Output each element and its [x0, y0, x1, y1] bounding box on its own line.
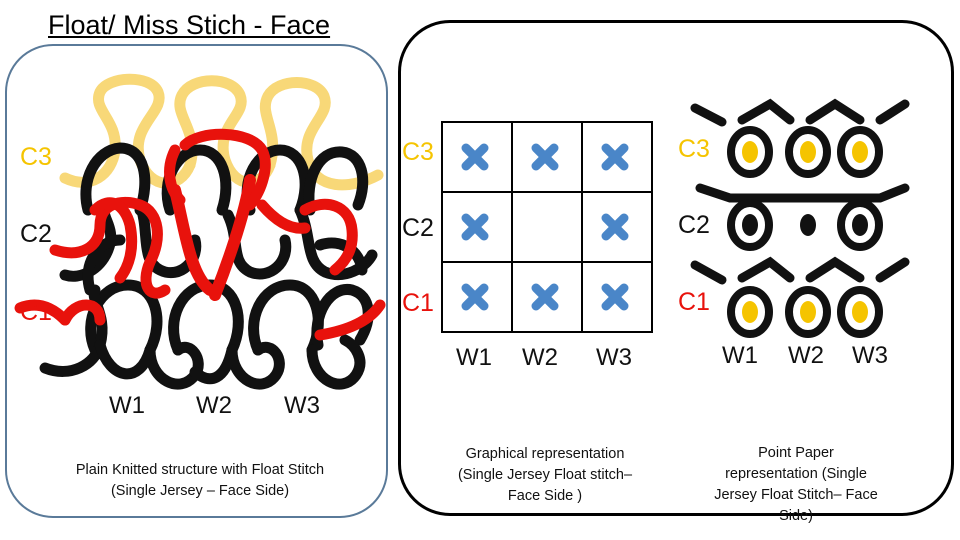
grid-row-label-left-c3: C3	[402, 138, 434, 166]
black-bottom-loops	[39, 284, 366, 390]
point-loop-ring	[785, 286, 831, 338]
left-wale-label-w3: W3	[284, 392, 320, 419]
point-dot	[800, 214, 816, 236]
page-title: Float/ Miss Stich - Face	[48, 10, 331, 40]
grid-row-label-right-c3: C3	[678, 135, 710, 163]
left-row-label-c3: C3	[20, 143, 52, 171]
right-panel	[398, 20, 954, 516]
point-wale-label-w3: W3	[852, 342, 888, 369]
left-panel	[5, 44, 388, 518]
point-loop-ring	[727, 126, 773, 178]
point-dot	[742, 141, 758, 163]
point-caption-line-2: representation (Single	[725, 466, 867, 482]
graphical-caption: Graphical representation (Single Jersey …	[440, 444, 650, 507]
left-wale-label-w2: W2	[196, 392, 232, 419]
grid-cross-mark	[461, 143, 489, 171]
point-caption-line-4: Side)	[779, 508, 813, 524]
point-caption-line-1: Point Paper	[758, 445, 834, 461]
point-loop-ring	[785, 126, 831, 178]
point-loop-ring	[837, 286, 883, 338]
left-caption-line-2: (Single Jersey – Face Side)	[110, 483, 290, 499]
grid-cross-mark	[601, 143, 629, 171]
grid-cross-mark	[601, 283, 629, 311]
grid-wale-label-w3: W3	[596, 344, 632, 371]
point-loop-ring	[727, 286, 773, 338]
point-dot	[852, 301, 868, 323]
point-caption-line-3: Jersey Float Stitch– Face	[714, 487, 878, 503]
point-wale-label-w2: W2	[788, 342, 824, 369]
grid-row-label-right-c2: C2	[678, 211, 710, 239]
grid-crosses	[461, 143, 629, 311]
grid-wale-label-w2: W2	[522, 344, 558, 371]
point-marks	[727, 126, 883, 338]
point-dot	[742, 301, 758, 323]
point-dot	[852, 141, 868, 163]
left-row-label-c2: C2	[20, 220, 52, 248]
graphical-caption-line-3: Face Side )	[507, 488, 583, 504]
graphical-caption-line-2: (Single Jersey Float stitch–	[457, 467, 633, 483]
grid-cross-mark	[531, 143, 559, 171]
grid-cross-mark	[461, 213, 489, 241]
left-row-label-c1: C1	[20, 298, 52, 326]
grid-cross-mark	[461, 283, 489, 311]
grid-cross-mark	[601, 213, 629, 241]
grid-row-label-left-c2: C2	[402, 214, 434, 242]
left-caption-line-1: Plain Knitted structure with Float Stitc…	[75, 462, 325, 478]
point-row-c1-lines	[690, 256, 910, 285]
grid-row-label-left-c1: C1	[402, 289, 434, 317]
point-wale-label-w1: W1	[722, 342, 758, 369]
point-dot	[800, 141, 816, 163]
left-wale-label-w1: W1	[109, 392, 145, 419]
point-loop-ring	[837, 126, 883, 178]
point-dot	[800, 301, 816, 323]
point-dot	[852, 214, 868, 236]
point-dot	[742, 214, 758, 236]
grid-cross-mark	[531, 283, 559, 311]
point-row-c3-lines	[690, 98, 910, 127]
red-course-loops	[14, 128, 386, 341]
graphical-caption-line-1: Graphical representation	[465, 446, 625, 462]
grid-row-label-right-c1: C1	[678, 288, 710, 316]
point-loop-ring	[727, 199, 773, 251]
point-paper-caption: Point Paper representation (Single Jerse…	[698, 443, 894, 527]
grid-wale-label-w1: W1	[456, 344, 492, 371]
point-loop-ring	[837, 199, 883, 251]
point-row-c2-lines	[695, 183, 910, 203]
left-caption: Plain Knitted structure with Float Stitc…	[50, 460, 350, 502]
